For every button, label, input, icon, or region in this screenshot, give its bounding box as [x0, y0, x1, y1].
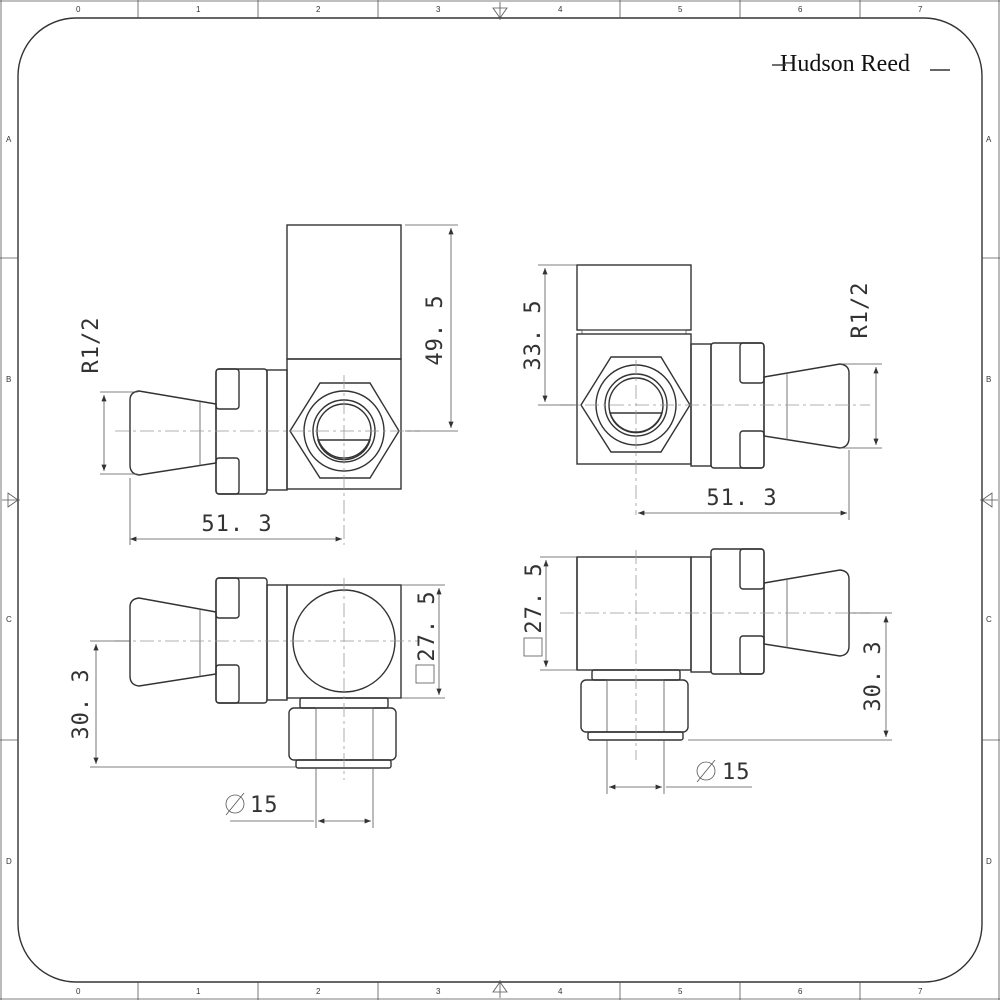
row-label: B	[986, 375, 991, 384]
row-label: B	[6, 375, 11, 384]
thread-size: R1/2	[79, 317, 104, 374]
square-symbol-icon	[523, 637, 543, 657]
sheet-frame	[17, 17, 983, 983]
dim-length: 51. 3	[706, 486, 777, 511]
dim-offset: 30. 3	[861, 640, 886, 711]
thread-size: R1/2	[848, 282, 873, 339]
dim-pipe: 15	[722, 760, 751, 785]
row-label: D	[6, 857, 12, 866]
diameter-symbol-icon	[696, 761, 716, 781]
valve-view-top-right: 33. 5 51. 3 R1/2	[521, 264, 882, 520]
dim-height: 49. 5	[423, 294, 448, 365]
row-label: A	[6, 135, 12, 144]
row-labels: A B C D A B C D	[6, 135, 992, 866]
valve-body	[576, 556, 692, 671]
dim-height: 33. 5	[521, 299, 546, 370]
dim-pipe: 15	[250, 793, 279, 818]
row-label: C	[6, 615, 12, 624]
column-labels: 0 1 2 3 4 5 6 7 0 1 2 3 4 5 6 7	[76, 5, 923, 996]
col-label: 1	[196, 987, 201, 996]
dim-square: 27. 5	[522, 562, 547, 633]
valve-cap	[286, 224, 402, 360]
col-label: 3	[436, 5, 441, 14]
valve-view-bottom-left: 27. 5 30. 3 15	[69, 577, 445, 828]
brand-logo: Hudson Reed	[772, 51, 950, 77]
col-label: 5	[678, 987, 683, 996]
col-label: 0	[76, 5, 81, 14]
col-label: 4	[558, 987, 563, 996]
col-label: 6	[798, 5, 803, 14]
valve-cap	[576, 264, 692, 331]
row-label: D	[986, 857, 992, 866]
dim-square: 27. 5	[415, 590, 440, 661]
valve-view-top-left: 49. 5 51. 3 R1/2	[79, 224, 458, 545]
col-label: 2	[316, 987, 321, 996]
brand-name: Hudson Reed	[780, 51, 910, 77]
col-label: 3	[436, 987, 441, 996]
col-label: 6	[798, 987, 803, 996]
diameter-symbol-icon	[225, 794, 245, 814]
col-label: 7	[918, 987, 923, 996]
col-label: 7	[918, 5, 923, 14]
col-label: 5	[678, 5, 683, 14]
col-label: 4	[558, 5, 563, 14]
col-label: 1	[196, 5, 201, 14]
row-label: A	[986, 135, 992, 144]
dim-length: 51. 3	[201, 512, 272, 537]
col-label: 2	[316, 5, 321, 14]
square-symbol-icon	[415, 664, 435, 684]
col-label: 0	[76, 987, 81, 996]
valve-view-bottom-right: 27. 5 30. 3 15	[522, 548, 892, 794]
dim-offset: 30. 3	[69, 668, 94, 739]
row-label: C	[986, 615, 992, 624]
